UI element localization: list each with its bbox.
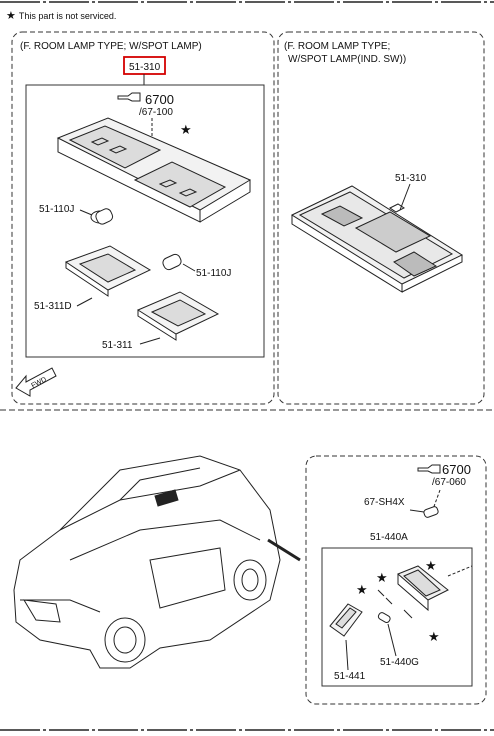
lens-51-441[interactable] (329, 603, 363, 637)
part-label-67-SH4X[interactable]: 67-SH4X (364, 497, 405, 508)
right-panel-frame (277, 31, 485, 405)
ref-sub-left[interactable]: /67-100 (139, 107, 173, 118)
ref-hand-icon-right (417, 464, 441, 474)
part-label-51-311[interactable]: 51-311 (102, 340, 133, 351)
part-label-51-110J-a[interactable]: 51-110J (39, 204, 74, 215)
part-label-51-441[interactable]: 51-441 (334, 671, 366, 682)
legend-note-text: This part is not serviced. (18, 11, 117, 21)
ref-sub-right[interactable]: /67-060 (432, 477, 466, 488)
right-panel-title-1: (F. ROOM LAMP TYPE; (284, 41, 390, 52)
part-label-51-311D[interactable]: 51-311D (34, 301, 72, 312)
bulb-51-110J-b[interactable] (161, 253, 182, 271)
part-label-51-310[interactable]: 51-310 (129, 62, 161, 73)
left-inner-frame (25, 84, 265, 358)
rear-detail-frame (305, 455, 487, 705)
star-icon: ★ (356, 582, 368, 597)
bulb-51-440G[interactable] (377, 612, 391, 624)
part-label-51-440A[interactable]: 51-440A (370, 532, 408, 543)
left-panel-frame (11, 31, 275, 405)
part-label-51-440G[interactable]: 51-440G (380, 657, 419, 668)
lens-51-311D[interactable] (64, 245, 152, 297)
fwd-arrow-icon: FWD (15, 367, 57, 397)
part-label-51-110J-b[interactable]: 51-110J (196, 268, 231, 279)
rear-inner-frame (321, 547, 473, 687)
star-icon: ★ (376, 570, 388, 585)
lens-51-311[interactable] (136, 291, 220, 341)
star-icon: ★ (425, 558, 437, 573)
legend-note: ★This part is not serviced. (6, 9, 116, 22)
lamp-housing-51-440A[interactable] (377, 565, 449, 619)
part-label-51-310-right[interactable]: 51-310 (395, 173, 427, 184)
ref-code-left[interactable]: 6700 (145, 92, 174, 107)
star-icon: ★ (6, 10, 16, 22)
vehicle-illustration (13, 455, 301, 669)
room-lamp-assembly-right[interactable] (290, 185, 464, 293)
bulb-51-110J-a[interactable] (90, 207, 114, 226)
ref-code-right[interactable]: 6700 (442, 462, 471, 477)
star-icon: ★ (428, 629, 440, 644)
right-panel-title-2: W/SPOT LAMP(IND. SW)) (288, 54, 406, 65)
left-panel-title: (F. ROOM LAMP TYPE; W/SPOT LAMP) (20, 41, 202, 52)
star-icon: ★ (180, 122, 192, 137)
fastener-67-SH4X[interactable] (409, 506, 439, 518)
room-lamp-housing[interactable] (56, 117, 252, 223)
ref-hand-icon (117, 92, 141, 102)
